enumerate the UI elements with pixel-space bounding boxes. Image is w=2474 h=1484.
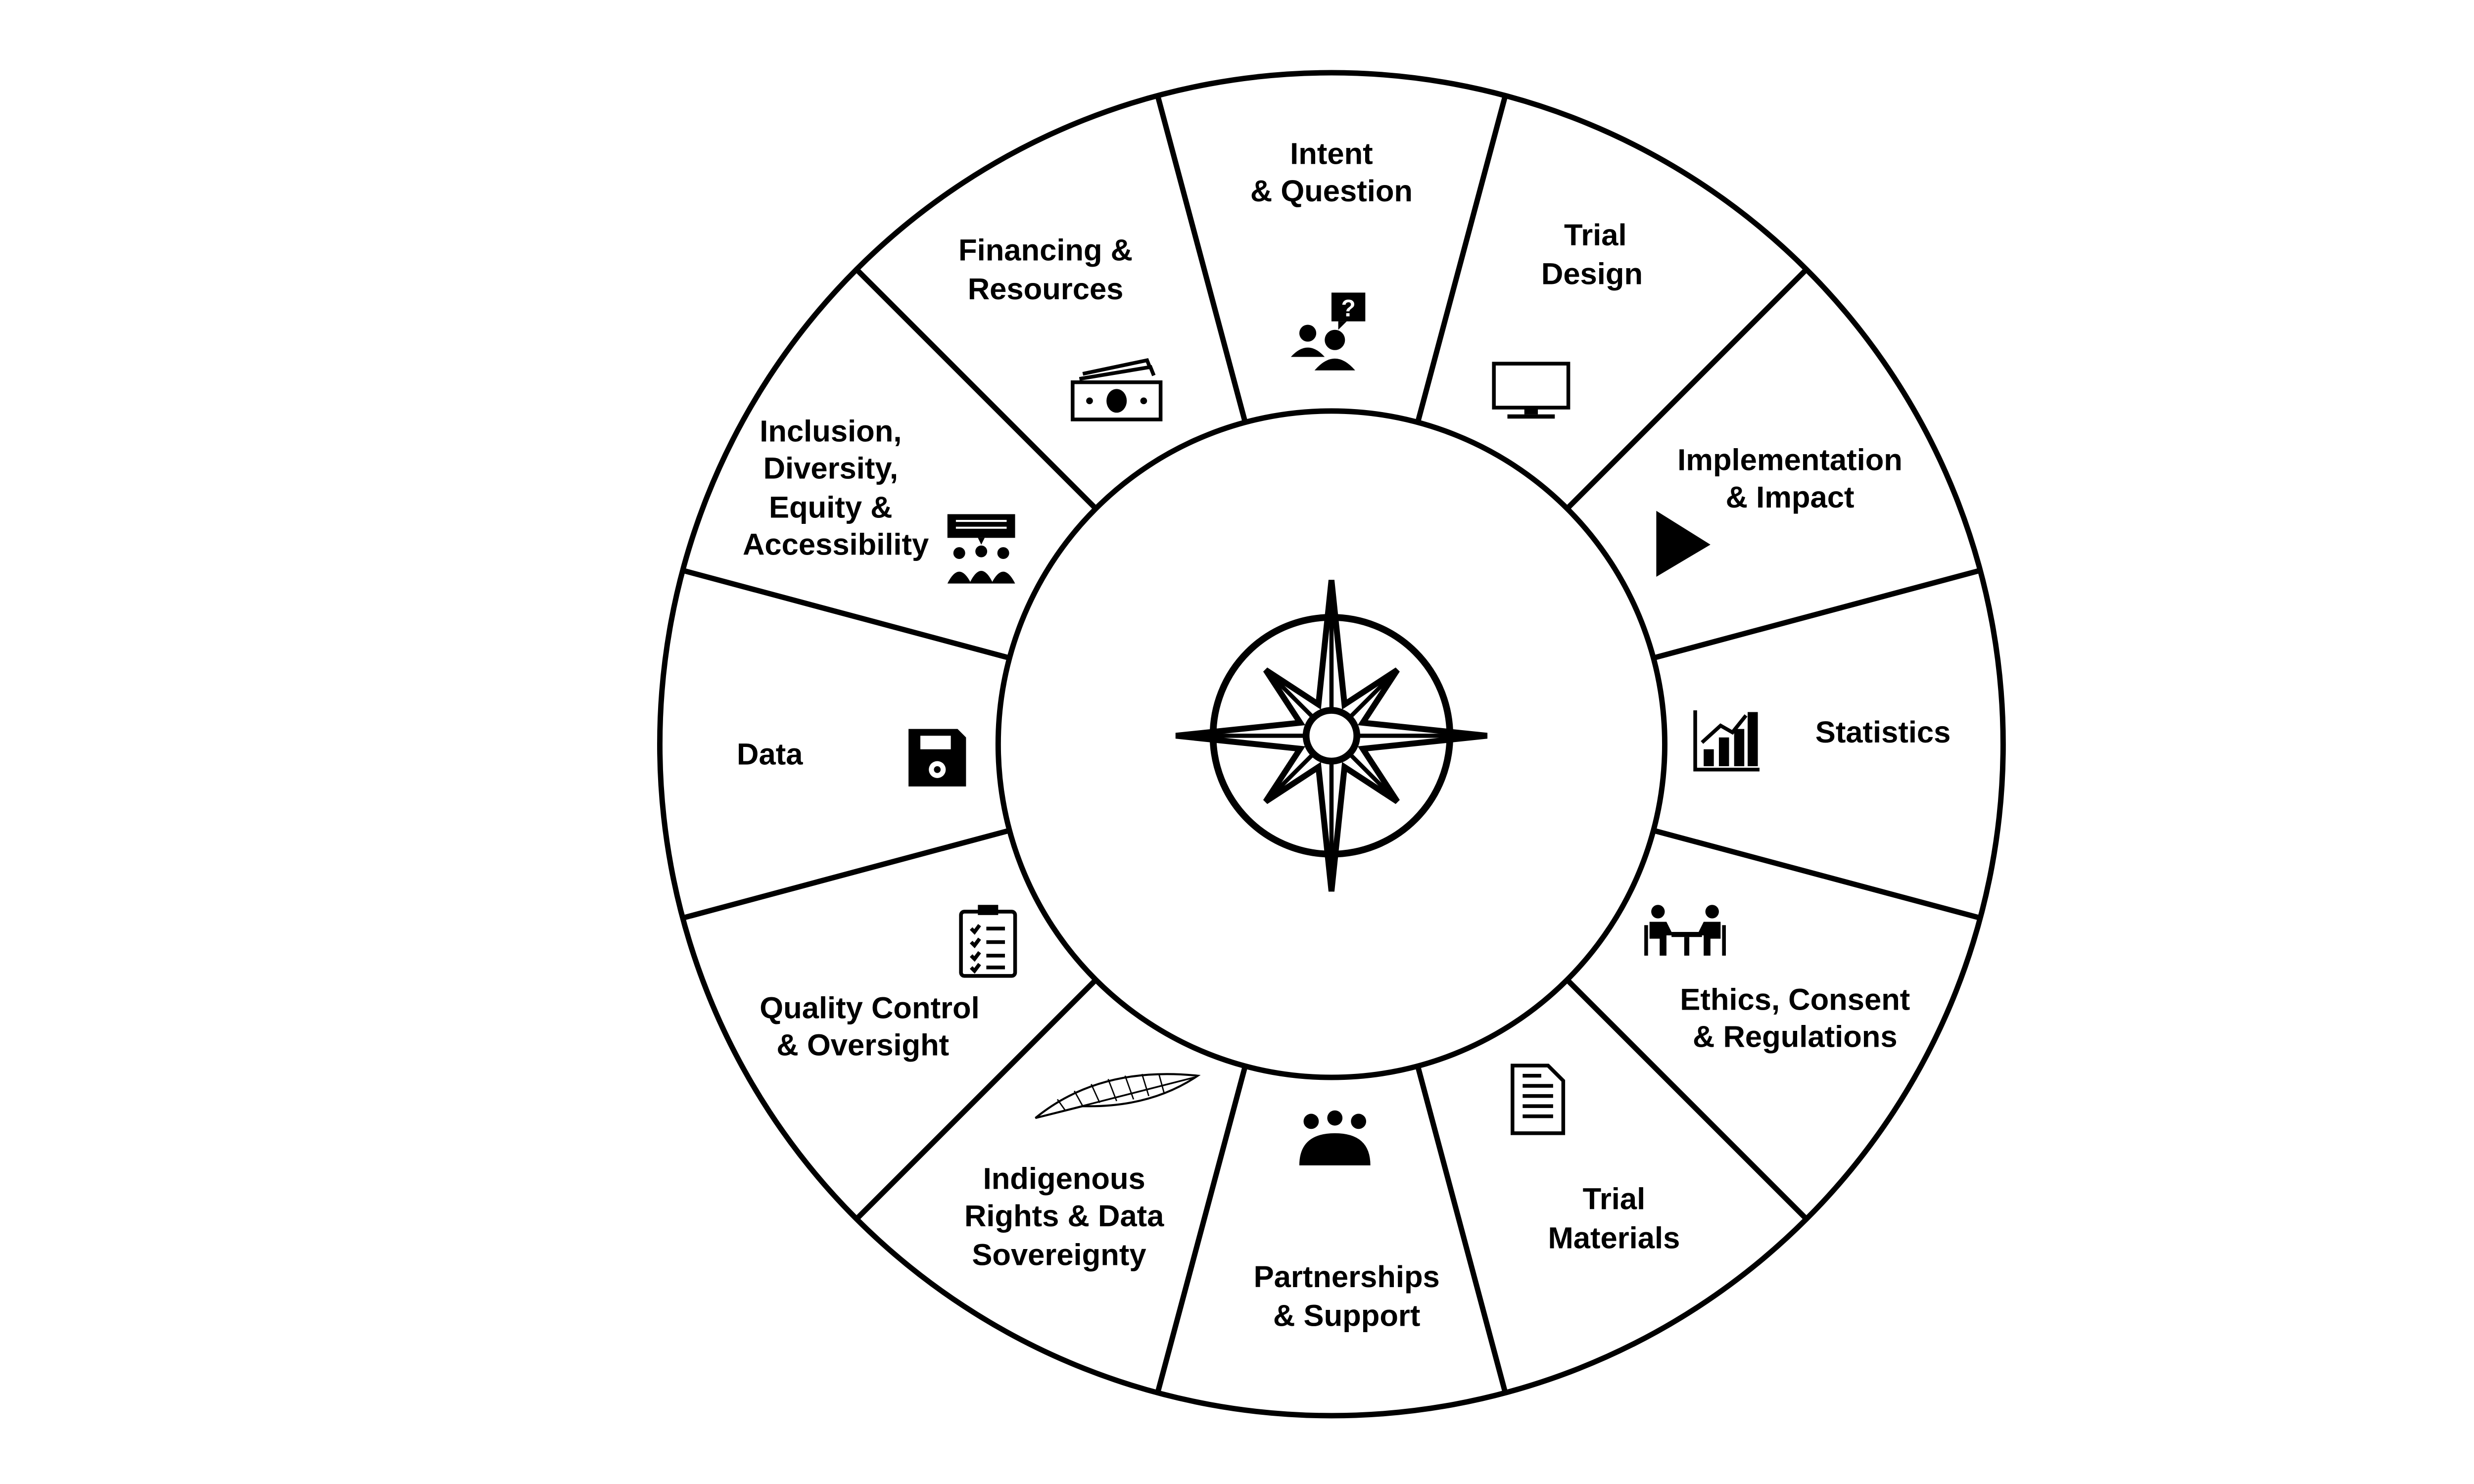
- segment-label: Data: [737, 737, 803, 771]
- segment-dividers: [682, 94, 1981, 1394]
- segment-label: Ethics, Consent& Regulations: [1680, 982, 1910, 1054]
- segment-label: Partnerships& Support: [1254, 1260, 1440, 1333]
- document-icon: [1511, 1064, 1566, 1135]
- group-icon: [1299, 1110, 1371, 1165]
- segment-divider: [1653, 567, 1981, 661]
- segment-label: Implementation& Impact: [1677, 443, 1903, 514]
- segment-statistics: Statistics: [1693, 710, 1951, 772]
- play-icon: [1656, 510, 1711, 577]
- segment-divider: [1415, 94, 1508, 423]
- segment-divider: [682, 828, 1010, 921]
- segment-implementation-impact: Implementation& Impact: [1656, 443, 1903, 577]
- clipboard-icon: [959, 905, 1017, 978]
- bar-chart-icon: [1693, 710, 1760, 772]
- segment-partnerships-support: Partnerships& Support: [1254, 1110, 1440, 1333]
- floppy-disk-icon: [908, 729, 966, 787]
- segment-divider: [1565, 267, 1808, 511]
- monitor-icon: [1492, 362, 1570, 419]
- segment-ethics-consent-regulations: Ethics, Consent& Regulations: [1644, 905, 1910, 1054]
- segment-divider: [1653, 828, 1981, 921]
- segment-label: Financing &Resources: [958, 233, 1133, 307]
- meeting-icon: [1644, 905, 1726, 956]
- segment-divider: [1565, 977, 1808, 1221]
- segment-divider: [1155, 1065, 1248, 1394]
- segment-divider: [1415, 1065, 1508, 1394]
- segment-data: Data: [737, 729, 966, 787]
- presentation-audience-icon: [947, 514, 1015, 584]
- money-icon: [1071, 358, 1163, 421]
- segment-divider: [682, 567, 1010, 661]
- segment-divider: [1155, 94, 1248, 423]
- segment-label: Quality Control& Oversight: [760, 991, 979, 1062]
- segment-label: Intent& Question: [1250, 137, 1413, 208]
- segment-label: Statistics: [1815, 715, 1951, 749]
- question-people-icon: ?: [1290, 292, 1366, 371]
- segment-divider: [855, 267, 1098, 511]
- segment-inclusion-diversity-equity-accessibility: Inclusion,Diversity,Equity &Accessibilit…: [743, 414, 1015, 584]
- compass-rose-icon: [1175, 580, 1488, 892]
- feather-icon: [1035, 1073, 1201, 1119]
- segment-intent-question: Intent& Question ?: [1250, 137, 1413, 371]
- segment-divider: [855, 977, 1098, 1221]
- segment-label: Inclusion,Diversity,Equity &Accessibilit…: [743, 414, 929, 561]
- segment-quality-control-oversight: Quality Control& Oversight: [760, 905, 1017, 1063]
- svg-text:?: ?: [1341, 295, 1356, 322]
- segment-financing-resources: Financing &Resources: [958, 233, 1163, 421]
